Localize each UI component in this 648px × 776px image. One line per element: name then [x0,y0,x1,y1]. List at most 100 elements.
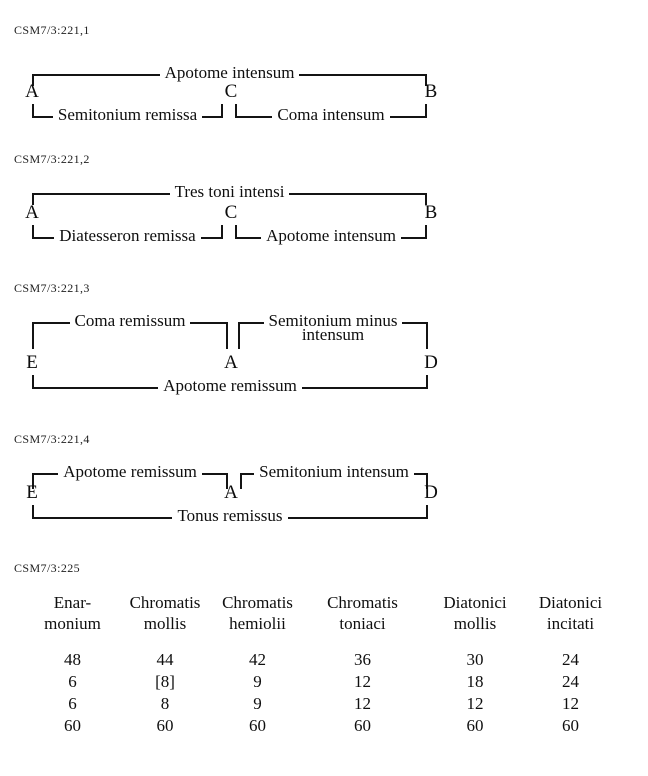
table-cell: 42 [249,650,266,669]
bracket-label: Apotome intensum [266,226,396,245]
bracket-label: Apotome intensum [164,63,295,82]
table-cell: 36 [354,650,371,669]
note-letter: D [424,352,438,373]
bracket-label: Coma remissum [74,311,186,330]
bracket-line [32,322,70,324]
bracket-line [32,387,159,389]
table-cell: 30 [466,650,484,669]
note-letter: A [224,352,238,373]
table-cell: 9 [253,694,262,713]
bracket-line [299,74,428,76]
bracket-label: Tonus remissus [177,506,283,525]
bracket-line [413,473,429,475]
bracket-line [389,116,428,118]
bottom-bracket-left: Semitonium remissa [32,98,224,123]
bracket-label: Semitonium minus [268,311,398,330]
note-letter: B [424,202,438,223]
bottom-bracket-right: Coma intensum [235,98,428,123]
note-letter: A [25,81,39,102]
table-cell: 12 [354,694,371,713]
top-bracket-right: Semitonium minus intensum [238,304,428,349]
table-body: 48 44 42 36 30 24 6 [8] 9 12 18 24 6 8 9… [30,649,616,737]
table-cell: 6 [68,672,77,691]
top-bracket-left: Apotome remissum [32,455,229,489]
bracket-label-line2: intensum [301,325,365,344]
bottom-bracket-right: Apotome intensum [235,219,428,244]
bottom-bracket: Tonus remissus [32,499,429,524]
table-cell: 60 [466,716,484,735]
bracket-label: Semitonium intensum [259,462,409,481]
note-letter: E [26,352,38,373]
table-cell: 18 [466,672,484,691]
bracket-line [202,116,224,118]
bracket-line [238,322,264,324]
bracket-label: Semitonium remissa [57,105,198,124]
note-letter: B [424,81,438,102]
table-cell: 60 [249,716,266,735]
table-cell: 24 [562,672,579,691]
bracket-line [235,237,262,239]
table-row: 60 60 60 60 60 60 [30,715,616,737]
table-cell: 24 [562,650,579,669]
table-cell: 9 [253,672,262,691]
bracket-line [32,237,55,239]
note-letter: D [424,482,438,503]
table-cell: 8 [160,694,170,713]
note-letter: C [224,81,238,102]
note-letter: C [224,202,238,223]
interval-diagram-4: Apotome remissum Semitonium intensum E A… [26,455,438,524]
table-header: Enar-monium [44,593,101,633]
table-row: 6 [8] 9 12 18 24 [30,671,616,693]
bracket-line [201,473,229,475]
bracket-line [235,116,273,118]
bracket-line [301,387,429,389]
table-cell: 60 [156,716,174,735]
bracket-line [32,473,59,475]
bottom-bracket: Apotome remissum [32,369,429,394]
table-row: 48 44 42 36 30 24 [30,649,616,671]
bracket-line [402,322,428,324]
table-cell: 44 [156,650,174,669]
bracket-label: Diatesseron remissa [59,226,196,245]
interval-diagram-2: Tres toni intensi A C B Diatesseron remi… [25,175,437,244]
bracket-label: Apotome remissum [163,376,297,395]
interval-diagram-1: Apotome intensum A C B Semitonium remiss… [25,56,437,123]
source-ref-3: CSM7/3:221,3 [14,281,90,295]
table-cell: 60 [354,716,371,735]
bracket-line [190,322,228,324]
bracket-line [32,193,170,195]
table-cell: 12 [562,694,579,713]
source-ref-4: CSM7/3:221,4 [14,432,90,446]
top-bracket: Tres toni intensi [32,175,428,205]
source-ref-table: CSM7/3:225 [14,561,81,575]
note-letter: A [25,202,39,223]
bracket-label: Tres toni intensi [174,182,285,201]
table-cell: 12 [354,672,371,691]
table-cell: 60 [64,716,81,735]
bracket-line [287,517,429,519]
note-letter: E [26,482,38,503]
table-cell: 60 [562,716,579,735]
interval-diagram-3: Coma remissum Semitonium minus intensum … [26,304,438,396]
bracket-line [32,116,53,118]
table-cell: [8] [155,672,175,691]
bracket-line [200,237,223,239]
source-ref-1: CSM7/3:221,1 [14,23,90,37]
source-ref-2: CSM7/3:221,2 [14,152,90,166]
table-cell: 6 [68,694,77,713]
table-cell: 48 [64,650,81,669]
bracket-line [289,193,428,195]
bracket-line [400,237,428,239]
bottom-bracket-left: Diatesseron remissa [32,219,223,244]
bracket-label: Coma intensum [277,105,385,124]
bracket-line [32,74,160,76]
top-bracket-right: Semitonium intensum [240,455,429,489]
